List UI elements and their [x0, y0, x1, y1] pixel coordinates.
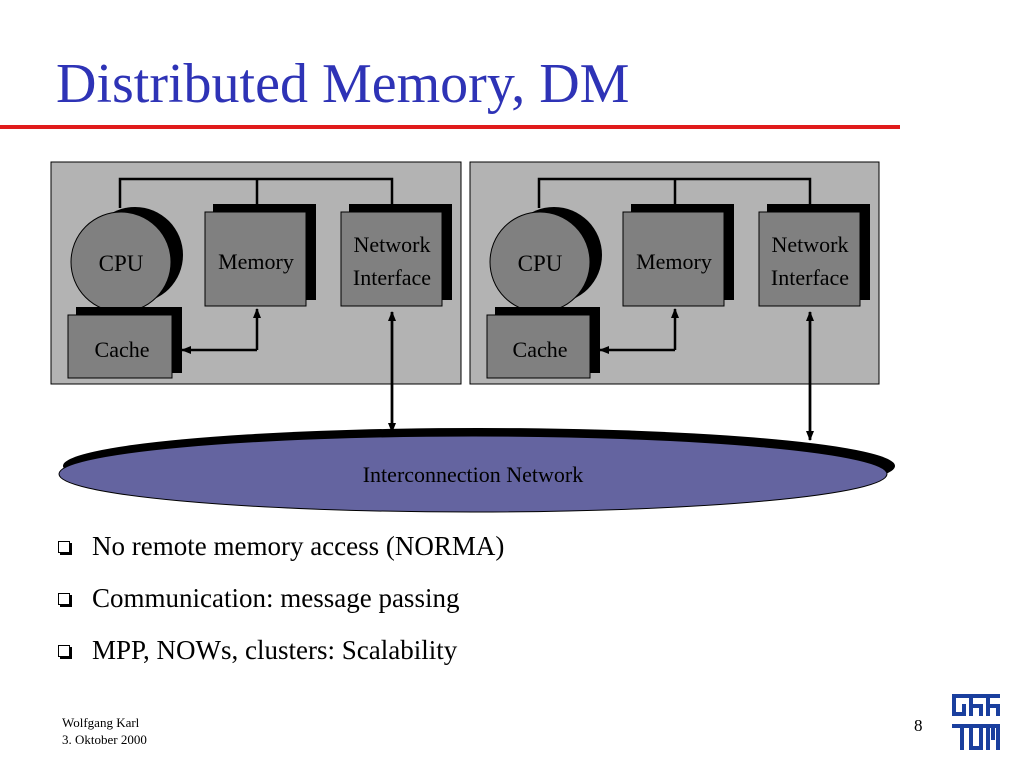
node-panel-2: CPU Cache Memory Network Interface: [469, 161, 880, 385]
memory-unit-2: Memory: [622, 204, 734, 307]
bullet-item: Communication: message passing: [56, 578, 504, 630]
page-number: 8: [914, 716, 923, 735]
memory-label-2: Memory: [636, 249, 712, 274]
memory-label-1: Memory: [218, 249, 294, 274]
network-interface-unit-1: Network Interface: [340, 204, 452, 307]
bullet-text: No remote memory access (NORMA): [92, 531, 505, 561]
footer-author: Wolfgang Karl: [62, 715, 140, 730]
cache-label-2: Cache: [513, 337, 568, 362]
cpu-label-1: CPU: [99, 251, 144, 276]
bullet-text: MPP, NOWs, clusters: Scalability: [92, 635, 458, 665]
checkbox-bullet-icon: [58, 645, 70, 657]
checkbox-bullet-icon: [58, 593, 70, 605]
bullet-list: No remote memory access (NORMA) Communic…: [56, 526, 504, 682]
bullet-item: No remote memory access (NORMA): [56, 526, 504, 578]
network-interface-unit-2: Network Interface: [758, 204, 870, 307]
network-label-line2-2: Interface: [771, 265, 849, 290]
cpu-unit-1: CPU: [70, 207, 183, 313]
bullet-text: Communication: message passing: [92, 583, 460, 613]
node-panel-1: CPU Cache Memory Network Interface: [50, 161, 462, 385]
bullet-item: MPP, NOWs, clusters: Scalability: [56, 630, 504, 682]
interconnect-label: Interconnection Network: [363, 462, 584, 487]
cpu-label-2: CPU: [518, 251, 563, 276]
tum-logo-icon: [952, 694, 1000, 750]
cache-unit-1: Cache: [67, 307, 182, 379]
cpu-unit-2: CPU: [489, 207, 602, 313]
title-divider: [0, 125, 900, 129]
network-label-line1-2: Network: [772, 232, 849, 257]
network-label-line2-1: Interface: [353, 265, 431, 290]
memory-unit-1: Memory: [204, 204, 316, 307]
footer-author-block: Wolfgang Karl 3. Oktober 2000: [62, 714, 147, 748]
network-label-line1-1: Network: [354, 232, 431, 257]
cache-unit-2: Cache: [486, 307, 600, 379]
checkbox-bullet-icon: [58, 541, 70, 553]
slide-title: Distributed Memory, DM: [56, 53, 630, 115]
cache-label-1: Cache: [95, 337, 150, 362]
interconnection-network: Interconnection Network: [58, 428, 895, 513]
footer-date: 3. Oktober 2000: [62, 732, 147, 747]
